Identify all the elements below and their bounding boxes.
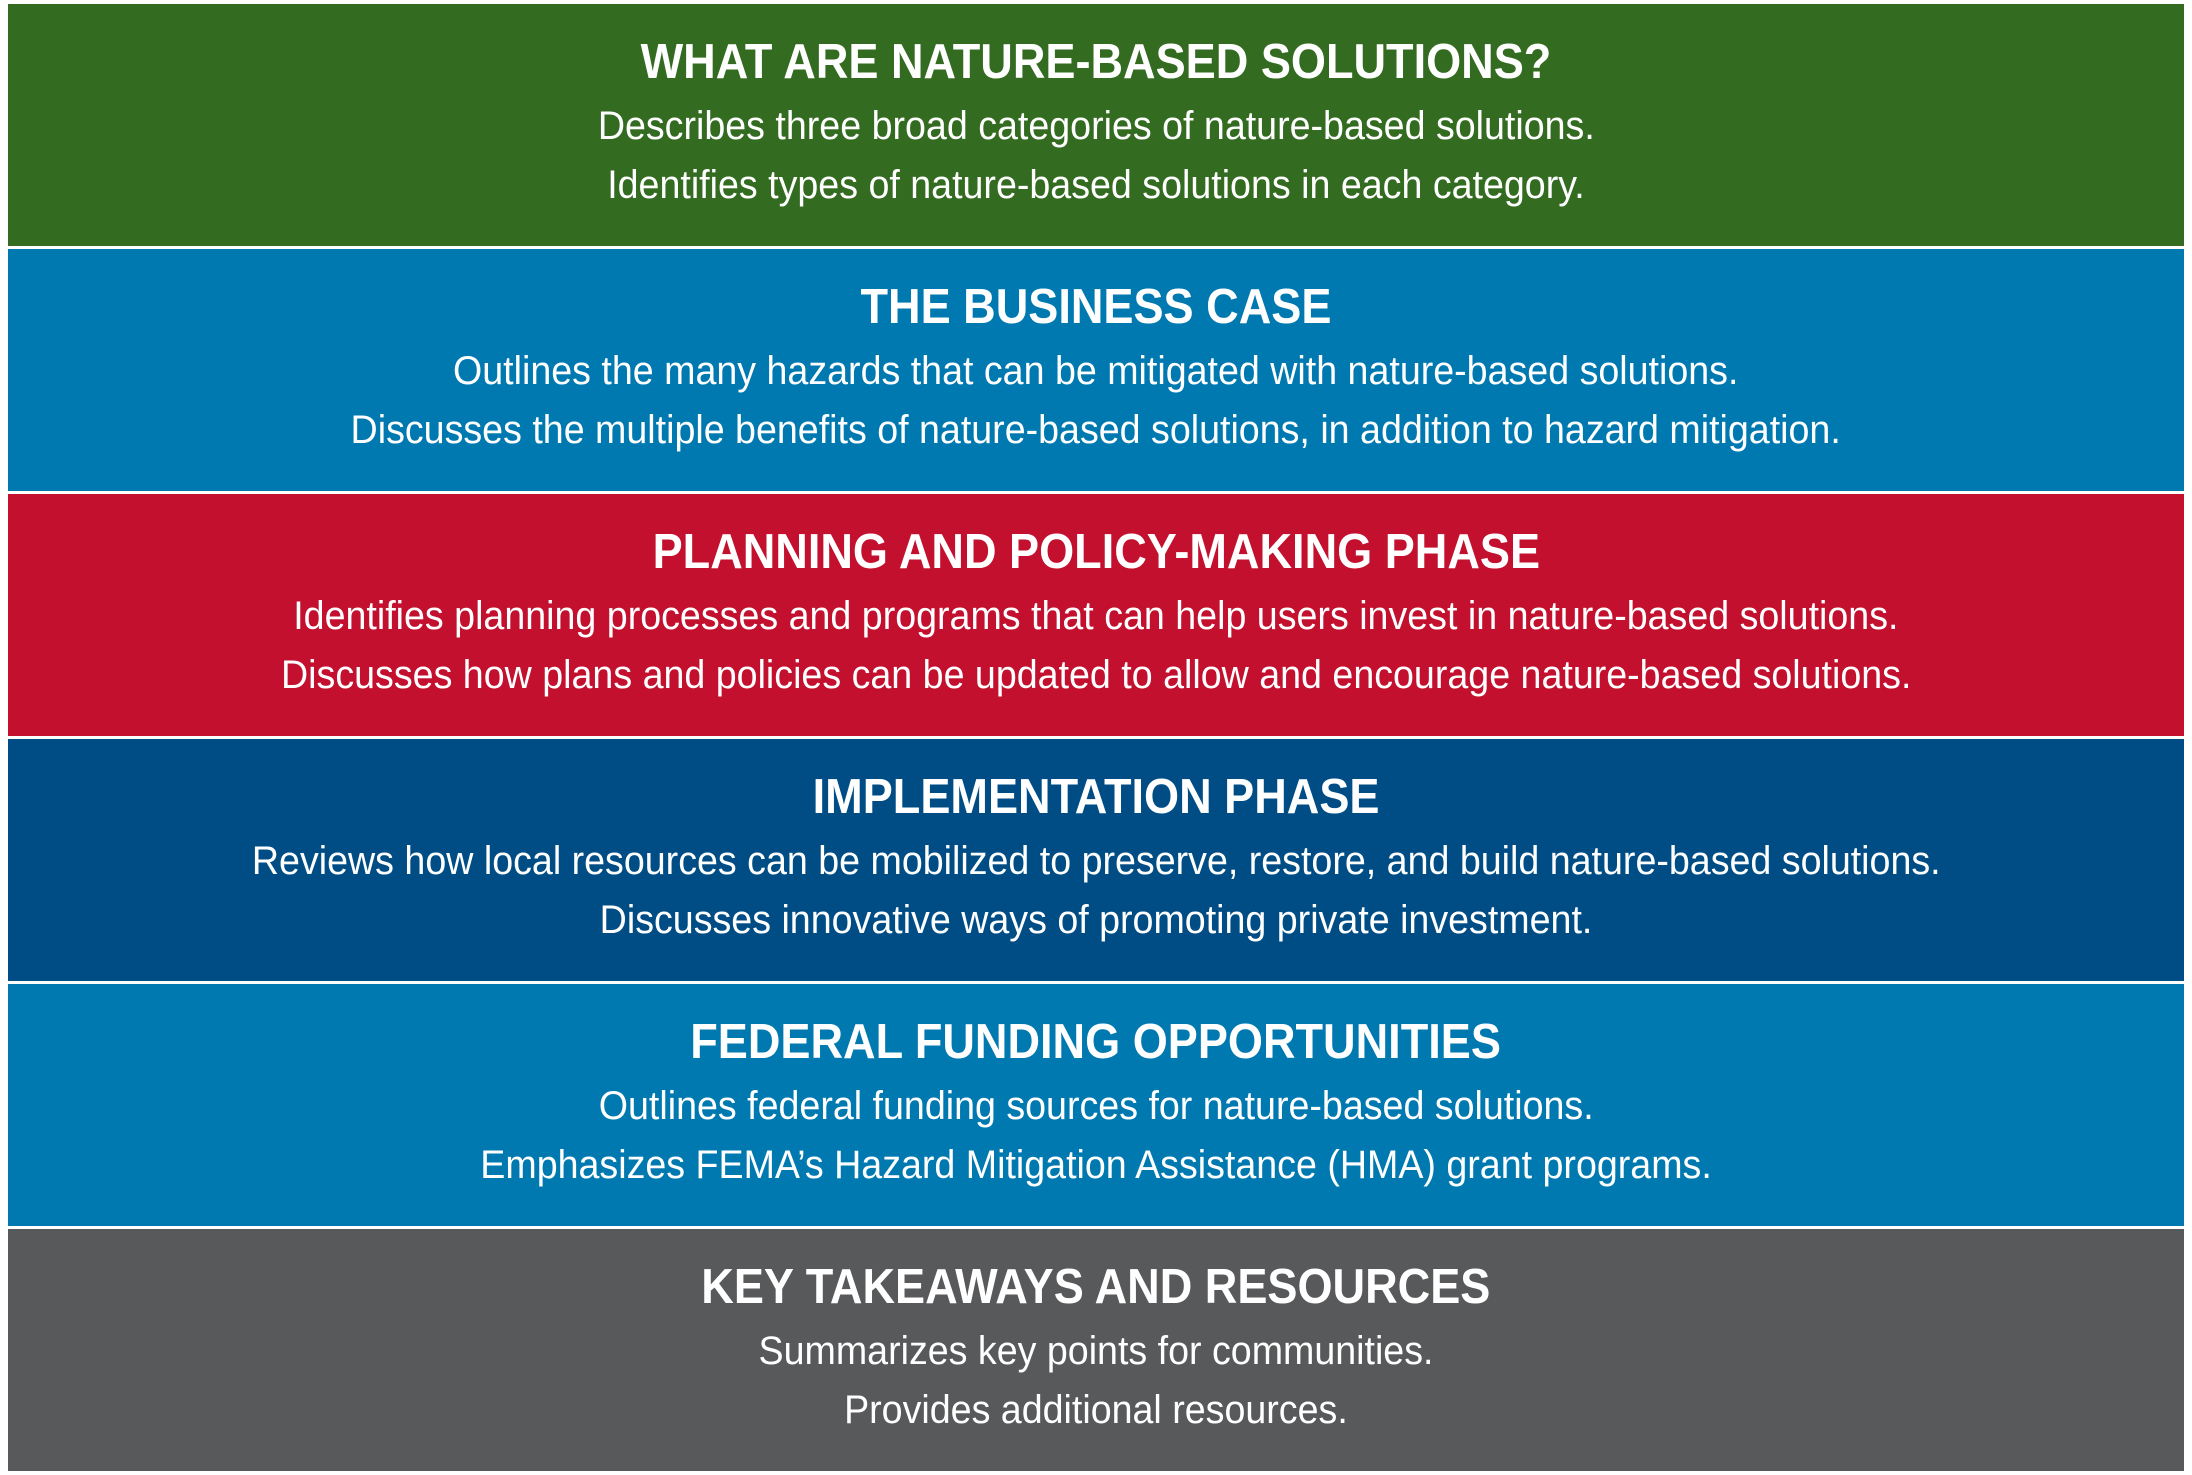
section-nature-based-solutions: WHAT ARE NATURE-BASED SOLUTIONS? Describ… bbox=[8, 4, 2184, 246]
section-key-takeaways: KEY TAKEAWAYS AND RESOURCES Summarizes k… bbox=[8, 1229, 2184, 1471]
section-description-line: Discusses innovative ways of promoting p… bbox=[599, 898, 1593, 942]
section-description-line: Provides additional resources. bbox=[844, 1388, 1348, 1432]
section-description-line: Discusses how plans and policies can be … bbox=[280, 653, 1912, 697]
section-federal-funding: FEDERAL FUNDING OPPORTUNITIES Outlines f… bbox=[8, 984, 2184, 1226]
section-business-case: THE BUSINESS CASE Outlines the many haza… bbox=[8, 249, 2184, 491]
section-description-line: Summarizes key points for communities. bbox=[758, 1329, 1434, 1373]
section-description-line: Outlines the many hazards that can be mi… bbox=[453, 349, 1739, 393]
guide-overview-stack: WHAT ARE NATURE-BASED SOLUTIONS? Describ… bbox=[8, 4, 2184, 1471]
section-description-line: Outlines federal funding sources for nat… bbox=[598, 1084, 1594, 1128]
section-title: WHAT ARE NATURE-BASED SOLUTIONS? bbox=[640, 35, 1552, 89]
section-planning-policy: PLANNING AND POLICY-MAKING PHASE Identif… bbox=[8, 494, 2184, 736]
section-title: FEDERAL FUNDING OPPORTUNITIES bbox=[690, 1015, 1502, 1069]
section-description-line: Describes three broad categories of natu… bbox=[597, 104, 1595, 148]
section-description-line: Reviews how local resources can be mobil… bbox=[251, 839, 1941, 883]
section-title: KEY TAKEAWAYS AND RESOURCES bbox=[701, 1260, 1491, 1314]
section-description-line: Identifies types of nature-based solutio… bbox=[607, 163, 1585, 207]
section-description-line: Identifies planning processes and progra… bbox=[293, 594, 1899, 638]
section-title: PLANNING AND POLICY-MAKING PHASE bbox=[652, 525, 1540, 579]
section-title: THE BUSINESS CASE bbox=[860, 280, 1332, 334]
section-description-line: Emphasizes FEMA’s Hazard Mitigation Assi… bbox=[480, 1143, 1712, 1187]
section-title: IMPLEMENTATION PHASE bbox=[812, 770, 1380, 824]
section-description-line: Discusses the multiple benefits of natur… bbox=[350, 408, 1842, 452]
section-implementation: IMPLEMENTATION PHASE Reviews how local r… bbox=[8, 739, 2184, 981]
